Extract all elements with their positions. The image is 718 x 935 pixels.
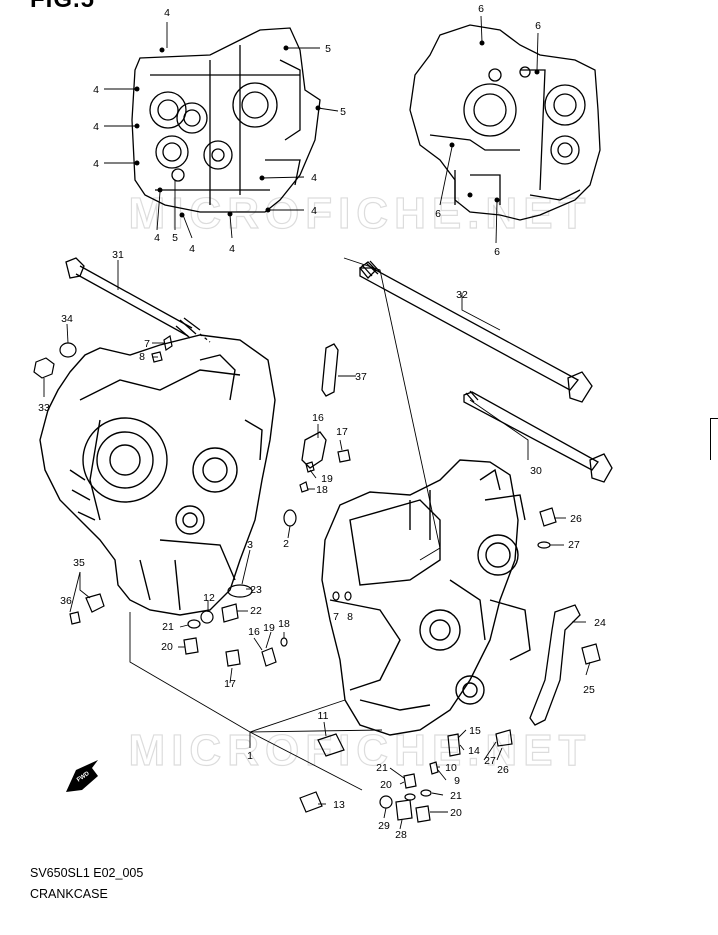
figure-name: CRANKCASE	[30, 887, 108, 901]
svg-text:MICROFICHE.NET: MICROFICHE.NET	[129, 726, 592, 775]
svg-text:MICROFICHE.NET: MICROFICHE.NET	[129, 189, 592, 238]
callout-28: 28	[395, 829, 407, 841]
callout-4: 4	[154, 232, 160, 244]
callout-2: 2	[283, 538, 289, 550]
callout-7: 7	[144, 338, 150, 350]
callout-25: 25	[583, 684, 595, 696]
callout-21: 21	[162, 621, 174, 633]
upper-crankcase-bolt-view	[131, 27, 321, 213]
callout-numbers: 4 5 5 4 4 4 4 4 4 5 4 4 6 6 6 6 31 34 33…	[38, 3, 606, 841]
callout-20: 20	[380, 779, 392, 791]
figure-code: SV650SL1 E02_005	[30, 866, 144, 880]
lower-crankcase-bolt-view	[409, 24, 601, 221]
callout-30: 30	[530, 465, 542, 477]
stud-bolt-31	[65, 257, 211, 343]
callout-21: 21	[376, 762, 388, 774]
callout-29: 29	[378, 820, 390, 832]
callout-17: 17	[336, 426, 348, 438]
watermark-bottom: MICROFICHE.NET	[128, 725, 592, 775]
callout-27: 27	[568, 539, 580, 551]
callout-4: 4	[93, 121, 99, 133]
callout-20: 20	[161, 641, 173, 653]
page-edge-mark	[710, 418, 711, 460]
callout-15: 15	[469, 725, 481, 737]
callout-18: 18	[316, 484, 328, 496]
callout-4: 4	[93, 158, 99, 170]
callout-4: 4	[189, 243, 195, 255]
callout-5: 5	[325, 43, 331, 55]
callout-33: 33	[38, 402, 50, 414]
callout-18: 18	[278, 618, 290, 630]
callout-1: 1	[247, 750, 253, 762]
callout-8: 8	[347, 611, 353, 623]
callout-12: 12	[203, 592, 215, 604]
fwd-arrow: FWD	[66, 760, 98, 792]
callout-34: 34	[61, 313, 73, 325]
callout-32: 32	[456, 289, 468, 301]
callout-6: 6	[435, 208, 441, 220]
callout-5: 5	[172, 232, 178, 244]
bracket-24	[529, 604, 581, 726]
callout-3: 3	[247, 539, 253, 551]
watermark-top: MICROFICHE.NET	[128, 188, 592, 238]
callout-21: 21	[450, 790, 462, 802]
callout-37: 37	[355, 371, 367, 383]
callout-10: 10	[445, 762, 457, 774]
callout-36: 36	[60, 595, 72, 607]
callout-27: 27	[484, 755, 496, 767]
plate-16	[301, 431, 327, 469]
callout-4: 4	[164, 7, 170, 19]
callout-4: 4	[93, 84, 99, 96]
callout-35: 35	[73, 557, 85, 569]
callout-14: 14	[468, 745, 480, 757]
leader-lines	[43, 15, 591, 830]
callout-16: 16	[312, 412, 324, 424]
callout-7: 7	[333, 611, 339, 623]
callout-26: 26	[497, 764, 509, 776]
callout-20: 20	[450, 807, 462, 819]
bracket-37	[321, 343, 339, 397]
callout-5: 5	[340, 106, 346, 118]
left-crankcase	[39, 334, 276, 616]
lower-right-bolts	[449, 40, 540, 203]
callout-9: 9	[454, 775, 460, 787]
callout-24: 24	[594, 617, 606, 629]
callout-19: 19	[321, 473, 333, 485]
callout-16: 16	[248, 626, 260, 638]
callout-17: 17	[224, 678, 236, 690]
callout-4: 4	[311, 172, 317, 184]
callout-19: 19	[263, 622, 275, 634]
callout-6: 6	[494, 246, 500, 258]
right-crankcase	[321, 459, 531, 736]
callout-22: 22	[250, 605, 262, 617]
figure-title: FIG.5	[30, 0, 95, 14]
callout-23: 23	[250, 584, 262, 596]
callout-13: 13	[333, 799, 345, 811]
callout-6: 6	[478, 3, 484, 15]
callout-4: 4	[311, 205, 317, 217]
page-edge-mark	[710, 418, 718, 419]
callout-8: 8	[139, 351, 145, 363]
callout-31: 31	[112, 249, 124, 261]
stud-bolt-32	[359, 260, 593, 403]
callout-26: 26	[570, 513, 582, 525]
stud-bolt-30	[463, 390, 613, 483]
callout-11: 11	[318, 710, 329, 722]
callout-6: 6	[535, 20, 541, 32]
callout-4: 4	[229, 243, 235, 255]
